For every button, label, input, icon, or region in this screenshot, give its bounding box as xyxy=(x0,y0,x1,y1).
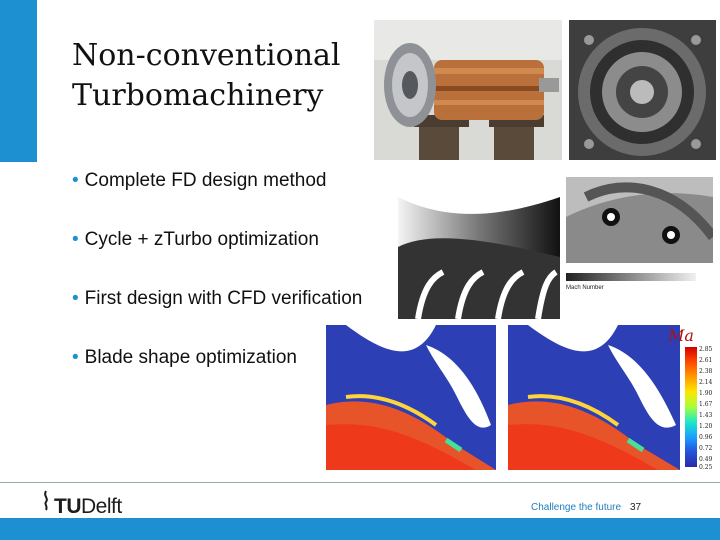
mach-colorbar xyxy=(685,347,697,467)
colorbar-tick: 2.61 xyxy=(699,357,713,364)
footer-tagline: Challenge the future xyxy=(531,502,622,513)
colorbar-tick: 2.38 xyxy=(699,368,713,375)
stator-housing-photo xyxy=(569,20,716,160)
logo-text: TUDelft xyxy=(54,495,122,519)
cfd-nozzle-grayscale-image xyxy=(566,177,713,263)
slide-title: Non-conventional Turbomachinery xyxy=(72,36,372,116)
bullet-item: •Complete FD design method xyxy=(72,170,362,200)
bullet-dot-icon: • xyxy=(72,170,79,191)
colorbar-tick: 1.20 xyxy=(699,423,713,430)
bullet-text: Complete FD design method xyxy=(84,170,327,191)
bullet-dot-icon: • xyxy=(72,347,79,368)
cfd-mach-contour-right xyxy=(508,325,680,470)
bullet-item: •Blade shape optimization xyxy=(72,347,362,377)
footer-divider xyxy=(0,482,720,483)
logo-delft-text: Delft xyxy=(81,495,122,518)
colorbar-tick: 0.25 xyxy=(699,464,713,471)
colorbar-tick: 1.90 xyxy=(699,390,713,397)
bullet-item: •Cycle + zTurbo optimization xyxy=(72,229,362,259)
logo-tu-text: TU xyxy=(54,495,82,518)
cfd-blade-grayscale-image xyxy=(398,177,560,319)
colorbar-tick: 0.72 xyxy=(699,445,713,452)
bullet-item: •First design with CFD verification xyxy=(72,288,362,318)
bullet-text: First design with CFD verification xyxy=(84,288,363,309)
colorbar-tick: 2.85 xyxy=(699,346,713,353)
colorbar-label: Ma xyxy=(668,326,694,345)
colorbar-tick: 1.43 xyxy=(699,412,713,419)
bullet-dot-icon: • xyxy=(72,229,79,250)
accent-bar xyxy=(0,0,37,162)
bullet-text: Blade shape optimization xyxy=(84,347,297,368)
title-line-2: Turbomachinery xyxy=(72,78,324,113)
tu-delft-logo: TUDelft xyxy=(40,490,122,519)
colorbar-tick: 2.14 xyxy=(699,379,713,386)
bullet-text: Cycle + zTurbo optimization xyxy=(84,229,319,250)
page-number: 37 xyxy=(630,502,642,513)
title-line-1: Non-conventional xyxy=(72,38,341,73)
footer-bar xyxy=(0,518,720,540)
turbine-rotor-photo xyxy=(374,20,562,160)
mach-axis-label: Mach Number xyxy=(566,285,604,291)
colorbar-tick: 0.96 xyxy=(699,434,713,441)
bullet-dot-icon: • xyxy=(72,288,79,309)
bullet-list: •Complete FD design method •Cycle + zTur… xyxy=(72,170,362,406)
colorbar-tick: 1.67 xyxy=(699,401,713,408)
cfd-mach-contour-left xyxy=(326,325,496,470)
mach-number-scale: Mach Number xyxy=(566,263,696,297)
colorbar-tick: 0.49 xyxy=(699,456,713,463)
tu-delft-flame-logo-icon xyxy=(40,490,52,519)
